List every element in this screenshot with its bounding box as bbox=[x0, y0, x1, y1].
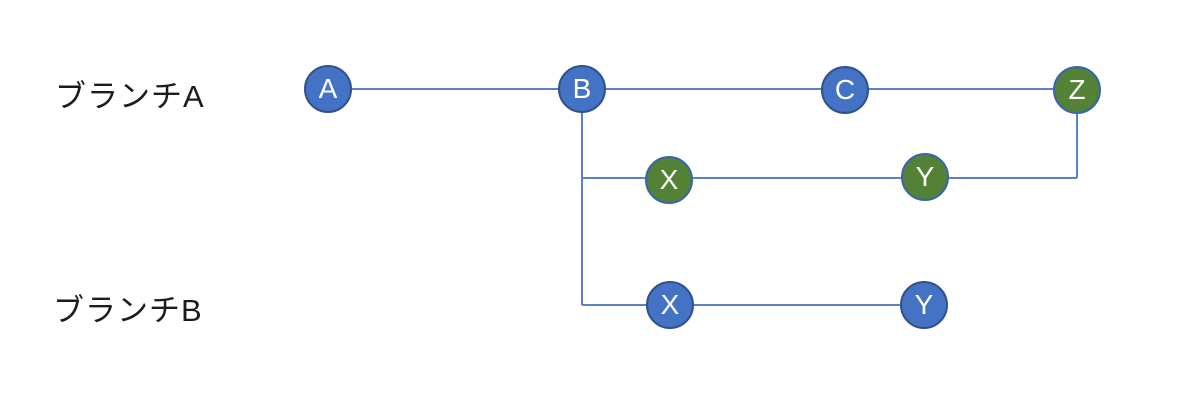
edge-merge-into-z bbox=[1076, 90, 1078, 178]
node-commit-z: Z bbox=[1053, 66, 1101, 114]
node-commit-y-topic: Y bbox=[901, 153, 949, 201]
node-commit-c: C bbox=[821, 66, 869, 114]
edge-topic-row bbox=[582, 177, 1077, 179]
node-commit-b-label: B bbox=[572, 73, 592, 104]
edge-branch-b-row bbox=[582, 304, 924, 306]
node-commit-x-branch-b: X bbox=[646, 281, 694, 329]
node-commit-y-branch-b: Y bbox=[900, 281, 948, 329]
branch-b-label: ブランチB bbox=[53, 293, 203, 328]
node-commit-z-label: Z bbox=[1068, 74, 1086, 105]
node-commit-a: A bbox=[304, 65, 352, 113]
node-commit-x-branch-b-label: X bbox=[660, 289, 680, 320]
node-commit-a-label: A bbox=[318, 73, 338, 104]
node-commit-b: B bbox=[558, 65, 606, 113]
node-commit-x-topic-label: X bbox=[659, 164, 679, 195]
node-commit-y-branch-b-label: Y bbox=[914, 289, 934, 320]
branch-a-label: ブランチA bbox=[55, 79, 205, 114]
node-commit-x-topic: X bbox=[645, 156, 693, 204]
node-commit-c-label: C bbox=[834, 74, 856, 105]
edge-fork-from-b bbox=[581, 89, 583, 305]
edge-branch-a-main bbox=[328, 88, 1077, 90]
node-commit-y-topic-label: Y bbox=[915, 161, 935, 192]
